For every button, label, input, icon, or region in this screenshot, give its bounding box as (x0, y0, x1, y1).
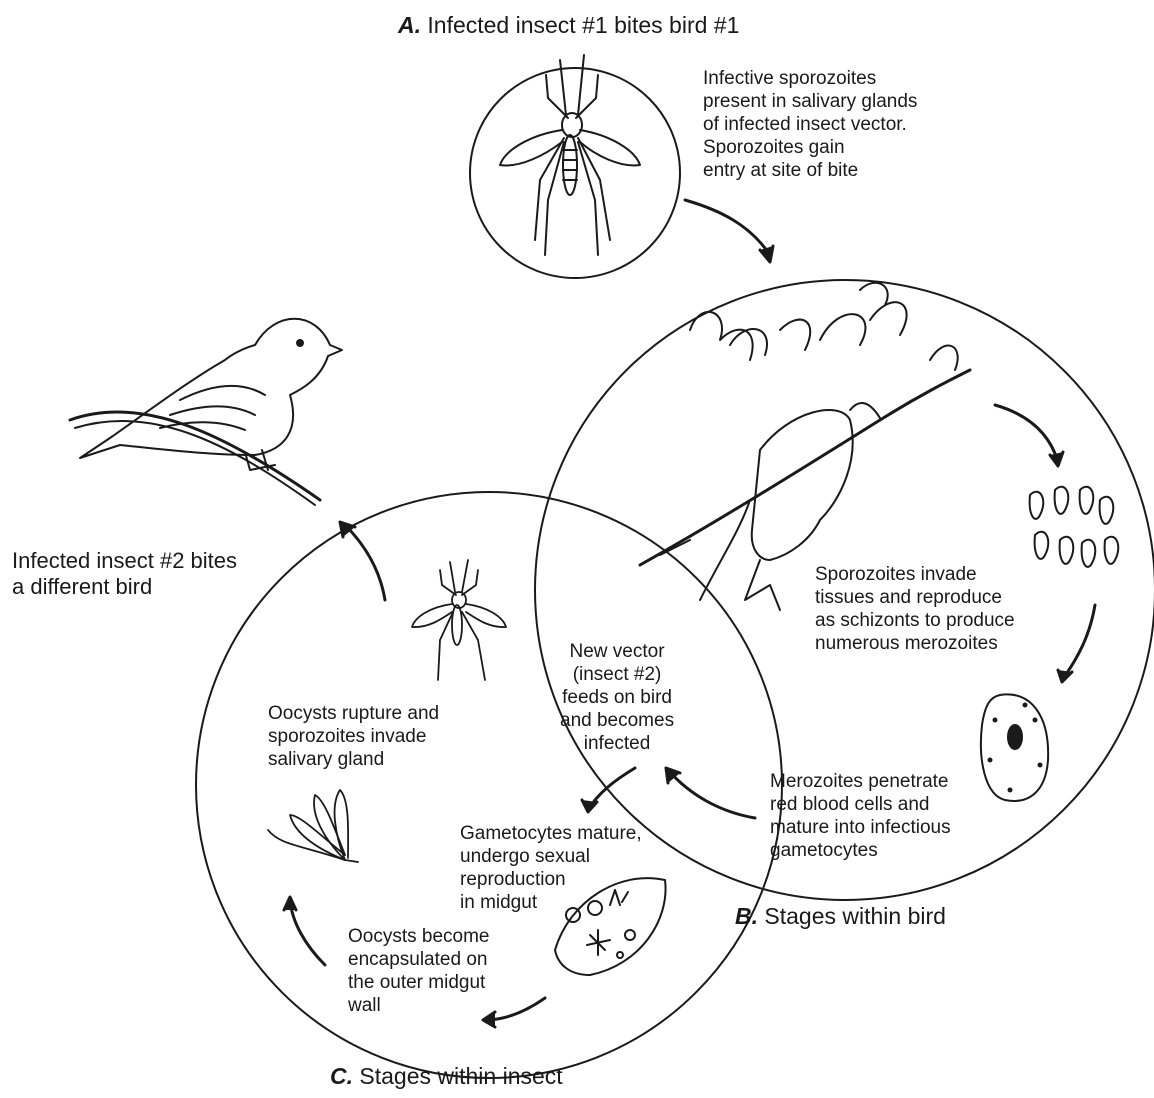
label-merozoites-rbc: Merozoites penetrate red blood cells and… (770, 770, 951, 862)
heading-a-text: Infected insect #1 bites bird #1 (427, 12, 739, 38)
label-oocysts-rupture: Oocysts rupture and sporozoites invade s… (268, 702, 439, 771)
mosquito-icon (412, 560, 506, 680)
heading-c-letter: C. (330, 1063, 353, 1089)
heading-b-text: Stages within bird (764, 903, 946, 929)
songbird-icon (70, 319, 342, 505)
salivary-gland-icon (268, 790, 358, 862)
sporozoite-cells-icon (1030, 487, 1119, 567)
heading-c-text: Stages within insect (359, 1063, 562, 1089)
label-new-vector: New vector (insect #2) feeds on bird and… (560, 640, 674, 755)
label-sporozoites-salivary: Infective sporozoites present in salivar… (703, 67, 917, 182)
heading-a: A. Infected insect #1 bites bird #1 (398, 12, 739, 39)
label-schizonts: Sporozoites invade tissues and reproduce… (815, 563, 1015, 655)
heading-b-letter: B. (735, 903, 758, 929)
heading-a-letter: A. (398, 12, 421, 38)
red-blood-cell-icon (981, 694, 1048, 801)
mosquito-icon (500, 55, 640, 255)
label-gametocytes: Gametocytes mature, undergo sexual repro… (460, 822, 642, 914)
honeycreeper-flowers-icon (640, 283, 970, 610)
circle-a-insect-bite (470, 68, 680, 278)
heading-b: B. Stages within bird (735, 903, 946, 930)
label-insect2-bites: Infected insect #2 bites a different bir… (12, 548, 237, 600)
label-oocysts-encapsulated: Oocysts become encapsulated on the outer… (348, 925, 490, 1017)
heading-c: C. Stages within insect (330, 1063, 563, 1090)
